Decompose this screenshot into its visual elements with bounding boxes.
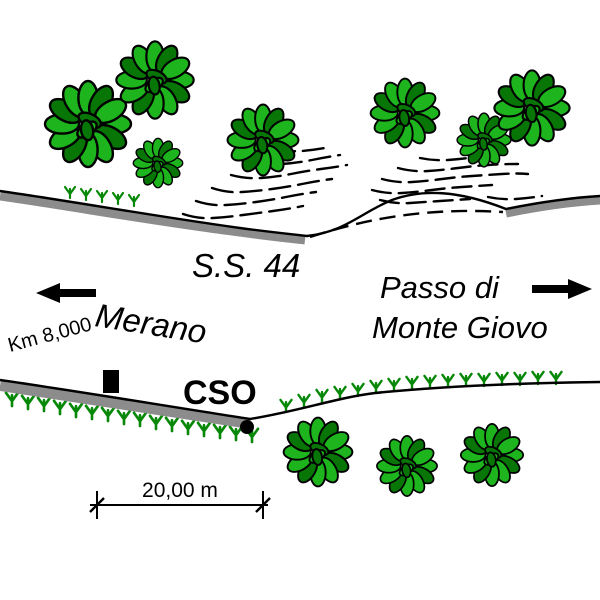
tree-icon <box>115 40 195 120</box>
dimension-line <box>89 491 271 519</box>
grass-icon <box>387 377 401 393</box>
grass-icon <box>369 379 383 395</box>
grass-icon <box>4 391 20 408</box>
grass-icon <box>196 421 212 438</box>
direction-right-label-line2: Monte Giovo <box>372 310 548 345</box>
grass-icon <box>63 185 77 200</box>
grass-icon <box>212 423 228 440</box>
tree-icon <box>226 103 300 177</box>
grass-icon <box>164 416 180 433</box>
grass-icon <box>20 394 36 411</box>
grass-icon <box>132 411 148 428</box>
km-marker-label: Km 8,000 <box>6 313 94 356</box>
station-point-icon <box>240 420 254 434</box>
grass-icon <box>52 399 68 416</box>
upper-road-paved-right <box>505 195 600 218</box>
tree-icon <box>376 435 438 497</box>
rock-hatching-right-icon <box>370 153 544 205</box>
grass-icon <box>405 375 419 391</box>
left-arrow-icon <box>36 283 96 303</box>
grass-icon <box>111 191 125 206</box>
grass-icon <box>79 187 93 202</box>
upper-road <box>0 189 600 245</box>
grass-icon <box>95 189 109 204</box>
grass-icon <box>333 385 347 401</box>
grass-icon <box>315 388 329 404</box>
grass-icon <box>297 393 311 409</box>
grass-icon <box>68 402 84 419</box>
lower-road <box>0 370 600 434</box>
grass-icon <box>423 374 437 390</box>
rock-hatching-left-icon <box>181 145 349 220</box>
road-name-label: S.S. 44 <box>192 247 300 284</box>
upper-road-hidden-dashed-line <box>309 209 504 239</box>
grass-row-lower-right <box>279 370 563 414</box>
tree-icon <box>132 137 184 189</box>
tree-group <box>43 40 571 497</box>
right-arrow-icon <box>532 279 592 299</box>
grass-icon <box>127 193 141 208</box>
grass-icon <box>459 372 473 388</box>
grass-icon <box>441 373 455 389</box>
grass-icon <box>180 419 196 436</box>
dimension-tick-marks <box>89 497 271 513</box>
direction-left-label: Merano <box>93 296 209 350</box>
tree-icon <box>369 77 441 149</box>
grass-icon <box>84 404 100 421</box>
tree-icon <box>282 416 354 488</box>
grass-icon <box>36 396 52 413</box>
tree-icon <box>459 422 525 488</box>
upper-road-paved-left <box>0 191 306 245</box>
grass-icon <box>116 409 132 426</box>
lower-road-edge-line <box>0 378 600 421</box>
scale-label: 20,00 m <box>142 479 218 502</box>
direction-right-label-line1: Passo di <box>380 270 500 305</box>
grass-icon <box>148 414 164 431</box>
grass-icon <box>100 406 116 423</box>
tree-icon <box>43 79 133 169</box>
km-stone-icon <box>103 370 119 393</box>
grass-icon <box>228 425 244 442</box>
station-label: CSO <box>183 374 257 412</box>
lower-road-paved <box>0 381 251 429</box>
